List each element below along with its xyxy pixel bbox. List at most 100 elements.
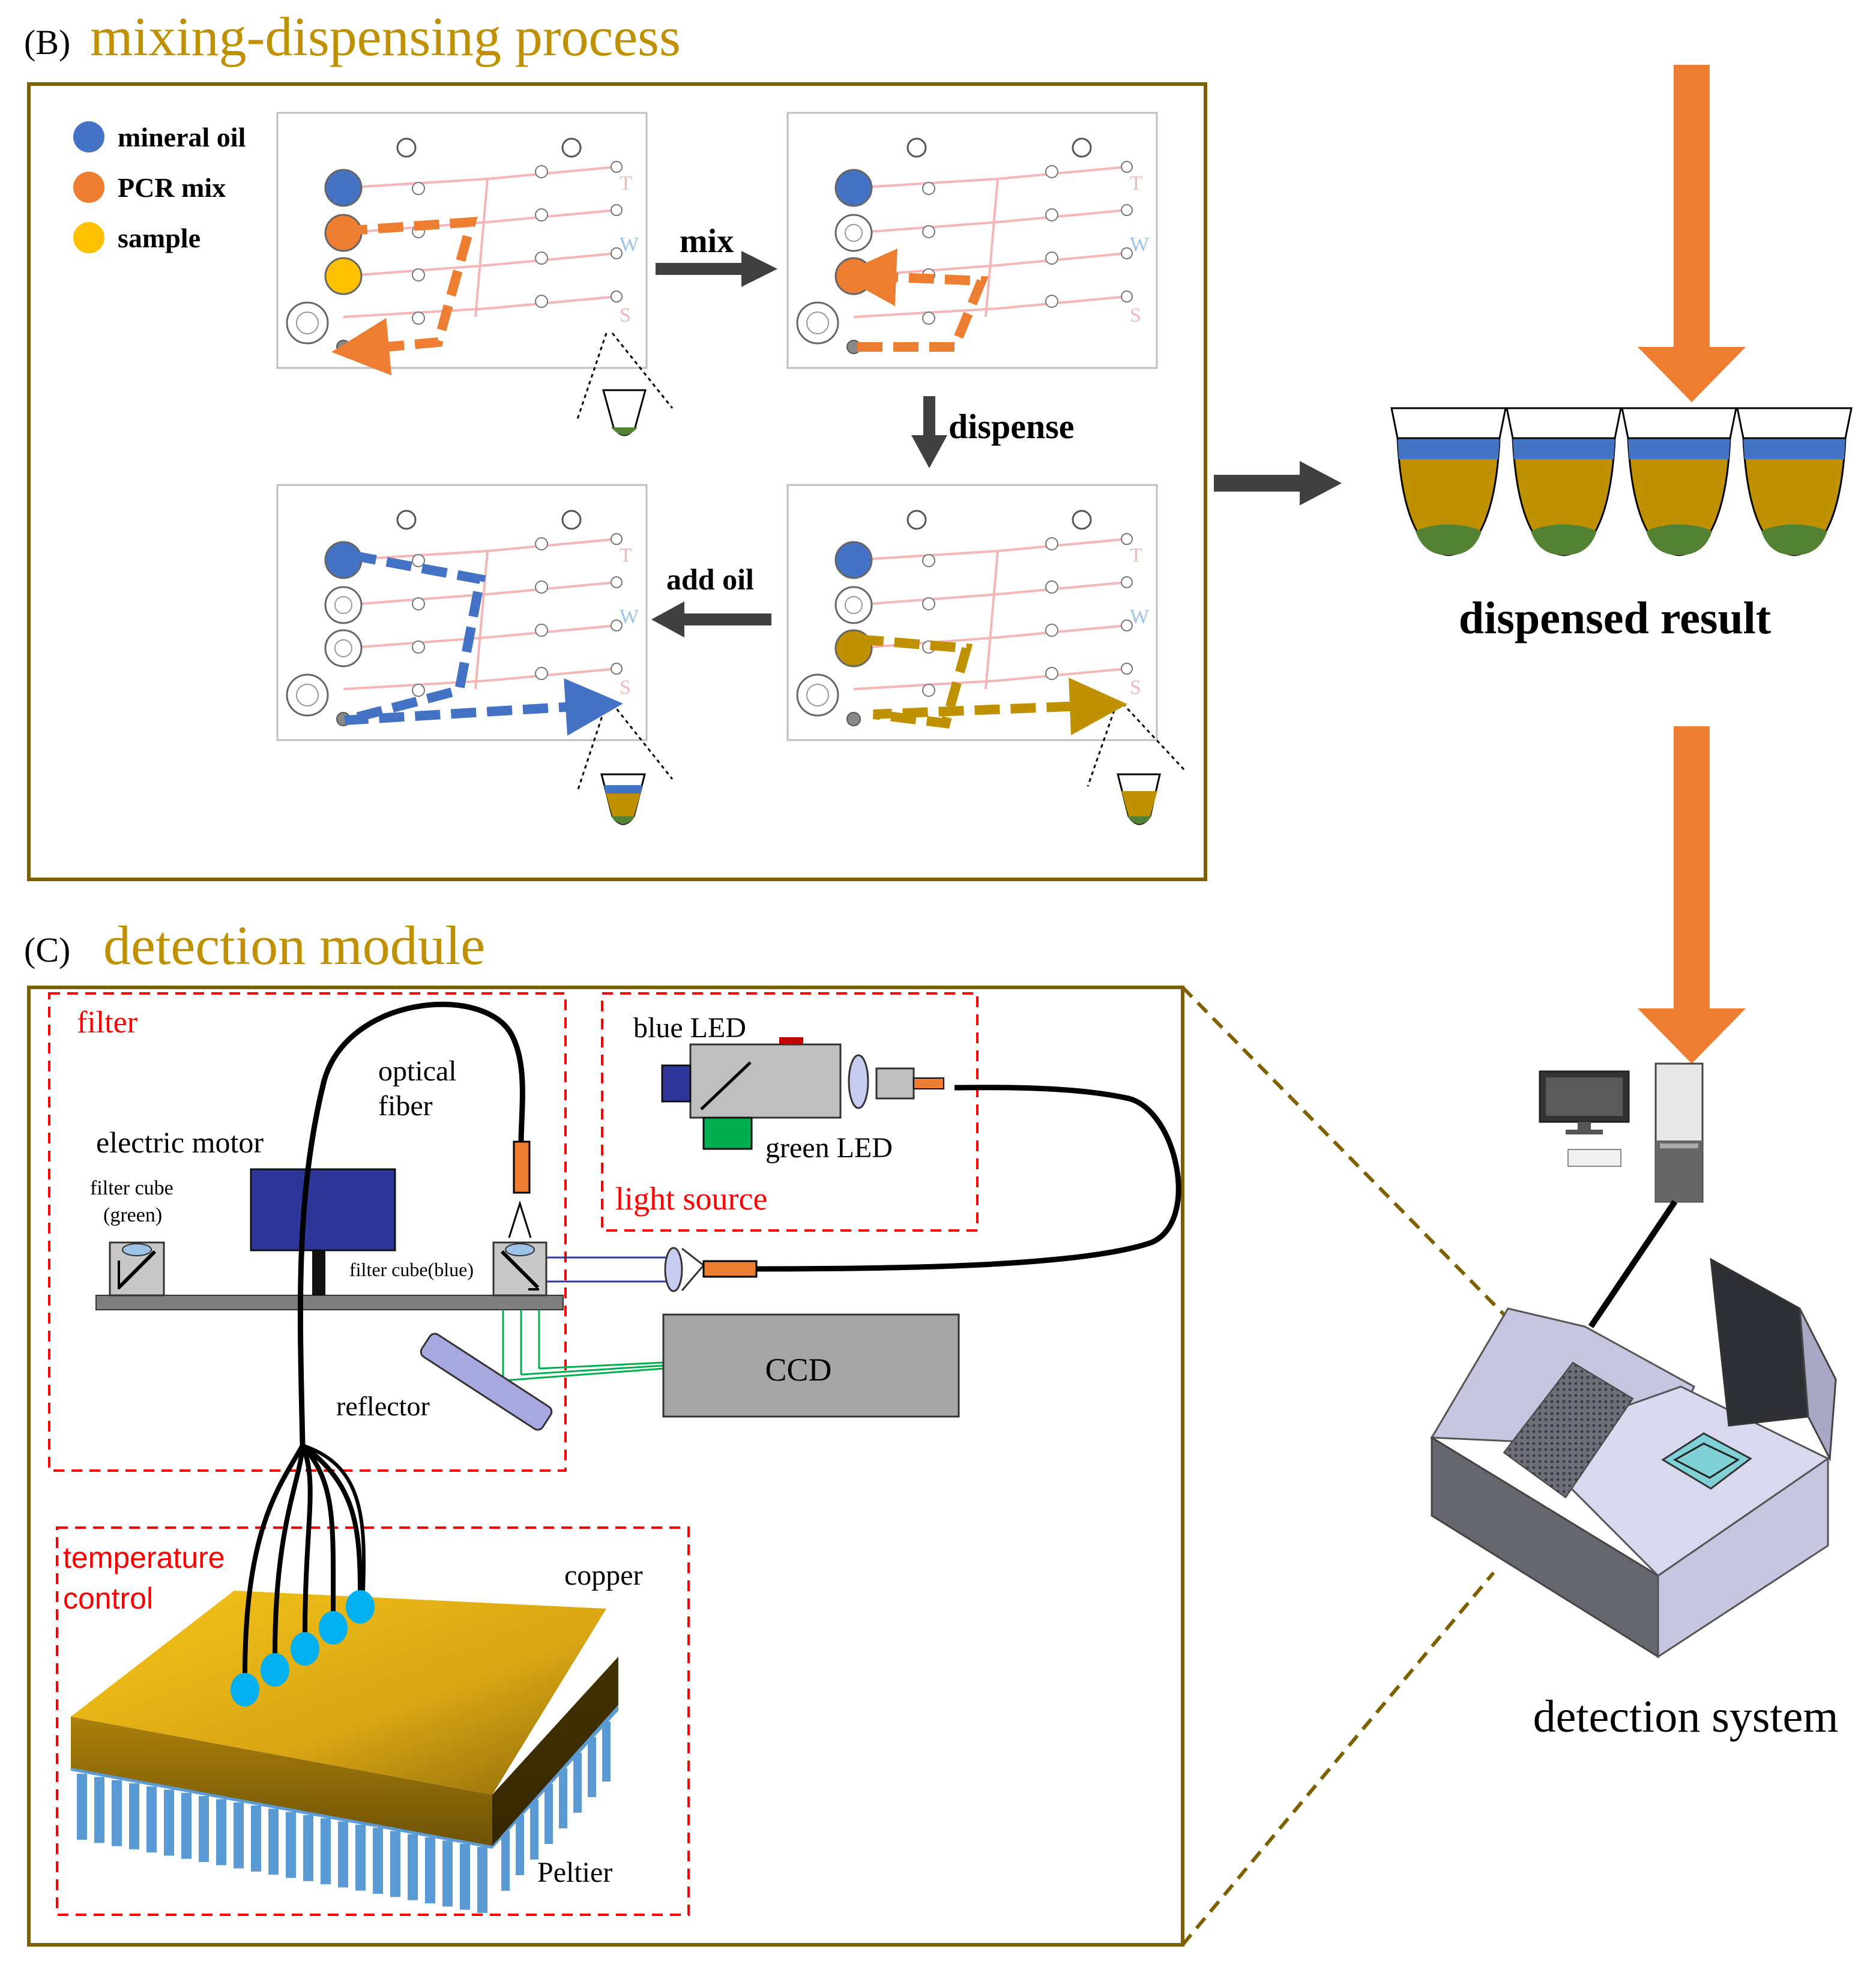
filter-group-label: filter xyxy=(77,1005,137,1040)
chip-waste-port-inner xyxy=(296,312,319,334)
fiber-connector-top xyxy=(513,1140,531,1194)
chip-channel xyxy=(985,178,999,318)
peltier-fin xyxy=(164,1789,174,1856)
chip-port xyxy=(561,137,582,158)
peltier-heat-sink xyxy=(71,1699,618,1913)
peltier-fin xyxy=(129,1783,139,1849)
dispense-label: dispense xyxy=(949,407,1075,446)
chip-dispense: TWS xyxy=(786,484,1158,741)
chip-channel xyxy=(997,295,1127,310)
tube-callout-empty xyxy=(576,333,674,436)
chip-valve xyxy=(611,533,623,545)
fiber-well-spot xyxy=(319,1611,348,1645)
flow-mix-return-path xyxy=(839,249,989,352)
chip-outlet xyxy=(336,340,351,354)
light-source-label: light source xyxy=(615,1181,767,1217)
chip-valve xyxy=(535,624,548,637)
zoom-line-bottom xyxy=(1181,1571,1495,1946)
chip-channel xyxy=(487,209,617,223)
chip-port xyxy=(1072,510,1092,530)
detection-system-label: detection system xyxy=(1533,1691,1839,1742)
light-source-box xyxy=(601,992,979,1232)
chip-letter: S xyxy=(1130,676,1141,699)
peltier-fin xyxy=(516,1815,524,1875)
chip-waste-port-inner xyxy=(296,684,319,706)
chip-valve xyxy=(922,312,935,325)
chip-inlet-filled xyxy=(324,169,363,207)
chip-valve xyxy=(535,580,548,594)
chip-waste-port-inner xyxy=(806,312,829,334)
peltier-fin xyxy=(216,1799,226,1866)
chip-inlet-filled xyxy=(834,541,873,579)
chip-valve xyxy=(1045,624,1058,637)
chip-valve xyxy=(611,247,623,259)
fiber-to-light-source xyxy=(756,1085,1181,1272)
tube-cap xyxy=(1390,407,1507,439)
chip-port xyxy=(906,137,927,158)
peltier-fin xyxy=(234,1802,244,1869)
chip-channel xyxy=(487,667,617,682)
chip-channel xyxy=(997,581,1127,595)
peltier-fin xyxy=(460,1843,470,1910)
orange-arrow-bottom xyxy=(1638,726,1746,1064)
fiber-bundle xyxy=(231,1443,375,1706)
copper-label: copper xyxy=(564,1559,643,1591)
temperature-control-box xyxy=(56,1526,690,1916)
electric-motor xyxy=(250,1168,396,1252)
chip-valve xyxy=(922,182,935,195)
green-led xyxy=(702,1116,753,1150)
chip-inlet-inner xyxy=(845,224,863,242)
chip-valve xyxy=(1045,537,1058,550)
panel-c-title: detection module xyxy=(103,915,485,976)
fiber-strand xyxy=(302,1444,366,1591)
chip-channel xyxy=(487,624,617,639)
chip-valve xyxy=(1045,667,1058,680)
chip-valve xyxy=(922,554,935,567)
chip-valve xyxy=(412,182,425,195)
peltier-fin xyxy=(588,1737,596,1797)
peltier-fin xyxy=(501,1831,510,1891)
panel-b-title: mixing-dispensing process xyxy=(90,6,681,67)
chip-channel xyxy=(487,538,617,552)
chip-letter: S xyxy=(1130,304,1141,327)
chip-valve xyxy=(922,225,935,238)
tube-sample-layer xyxy=(1761,524,1827,555)
orange-arrow-top xyxy=(1638,65,1746,402)
peltier-fin xyxy=(321,1818,331,1885)
chip-valve xyxy=(535,252,548,265)
chip-valve xyxy=(611,663,623,675)
chip-valve xyxy=(412,268,425,282)
chip-valve xyxy=(412,554,425,567)
fiber-well-spot xyxy=(261,1653,289,1687)
optical-rail xyxy=(95,1295,564,1310)
detection-system: detection system xyxy=(1430,1062,1839,1742)
legend-label-pcr-mix: PCR mix xyxy=(118,172,226,203)
filter-cube-green-label-1: filter cube xyxy=(90,1177,173,1199)
peltier-fin xyxy=(573,1753,582,1813)
peltier-fin xyxy=(251,1806,261,1872)
tube-oil-layer xyxy=(1398,439,1500,459)
chip-inlet-inner xyxy=(334,596,352,614)
chip-channel xyxy=(997,166,1127,180)
tube-sample-layer xyxy=(1646,524,1712,555)
panel-b: (B) mixing-dispensing process mineral oi… xyxy=(24,6,1207,881)
tube-callout-oil xyxy=(576,703,674,825)
chip-valve xyxy=(412,597,425,610)
optical-fiber-label-1: optical xyxy=(378,1055,457,1087)
chip-channel xyxy=(487,581,617,595)
copper-block-top xyxy=(71,1591,606,1795)
collimating-lens xyxy=(664,1247,683,1292)
chip-channel xyxy=(997,624,1127,639)
chip-valve xyxy=(1045,295,1058,308)
instrument-body xyxy=(1430,1258,1837,1658)
ccd-camera xyxy=(662,1313,960,1418)
tube-cap xyxy=(1736,407,1853,439)
chip-inlet-filled xyxy=(324,257,363,295)
chip-valve xyxy=(1045,252,1058,265)
chip-letter: W xyxy=(1130,606,1150,628)
dispensed-result-label: dispensed result xyxy=(1459,593,1771,643)
chip-valve xyxy=(535,667,548,680)
blue-led xyxy=(661,1064,692,1103)
chip-channel xyxy=(474,550,489,690)
